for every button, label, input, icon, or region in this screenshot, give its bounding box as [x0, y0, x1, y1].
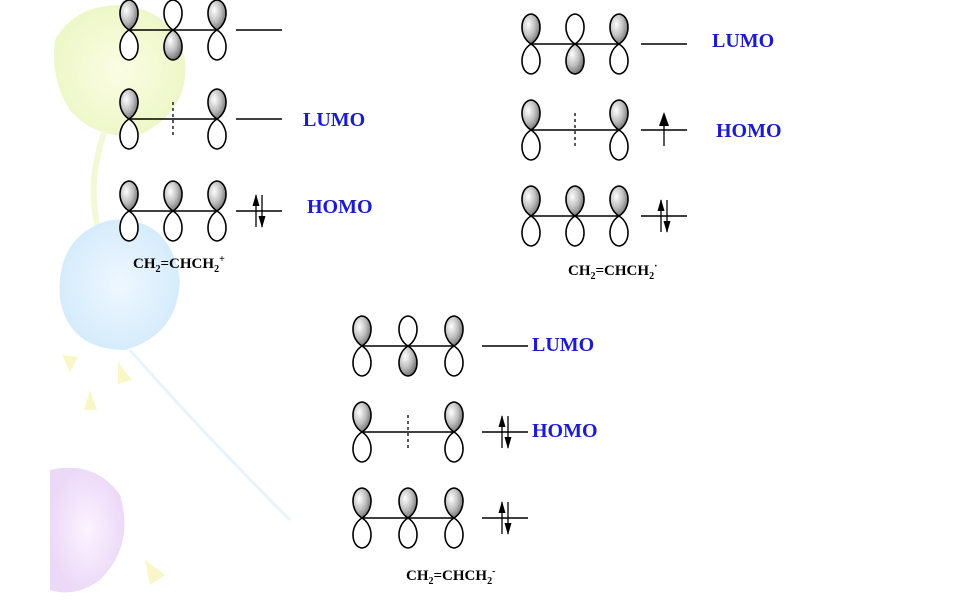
mo-label-allyl-cation-lumo: LUMO [303, 109, 366, 131]
p-orbital-upper-lobe-2 [444, 487, 464, 519]
p-orbital-upper-lobe-0 [119, 88, 139, 120]
p-orbital-lower-lobe-1 [163, 29, 183, 61]
p-orbital-lower-lobe-1 [398, 345, 418, 377]
p-orbital-upper-lobe-1 [565, 13, 585, 45]
mo-label-allyl-anion-homo: HOMO [532, 420, 598, 442]
p-orbital-upper-lobe-2 [609, 13, 629, 45]
p-orbital-lower-lobe-2 [207, 210, 227, 242]
p-orbital-upper-lobe-1 [565, 185, 585, 217]
p-orbital-upper-lobe-0 [352, 315, 372, 347]
p-orbital-upper-lobe-1 [398, 315, 418, 347]
formula-allyl-cation: CH2=CHCH2+ [133, 254, 225, 275]
electron-up-arrowhead [252, 194, 260, 206]
p-orbital-lower-lobe-0 [352, 517, 372, 549]
electron-up-arrowhead [498, 501, 506, 513]
mo-level-0-1 [119, 88, 282, 150]
electron-down-arrowhead [258, 216, 266, 228]
electron-down-arrowhead [504, 523, 512, 535]
p-orbital-upper-lobe-0 [352, 487, 372, 519]
p-orbital-lower-lobe-2 [207, 29, 227, 61]
p-orbital-lower-lobe-2 [609, 43, 629, 75]
mo-level-2-2 [352, 487, 528, 549]
p-orbital-upper-lobe-2 [207, 180, 227, 212]
p-orbital-upper-lobe-2 [207, 0, 227, 31]
p-orbital-upper-lobe-0 [119, 0, 139, 31]
p-orbital-lower-lobe-2 [609, 215, 629, 247]
mo-label-allyl-radical-lumo: LUMO [712, 30, 775, 52]
p-orbital-lower-lobe-0 [521, 129, 541, 161]
p-orbital-upper-lobe-2 [444, 401, 464, 433]
p-orbital-upper-lobe-2 [444, 315, 464, 347]
mo-level-0-2 [119, 180, 282, 242]
p-orbital-lower-lobe-0 [521, 215, 541, 247]
p-orbital-upper-lobe-1 [163, 0, 183, 31]
p-orbital-lower-lobe-0 [119, 210, 139, 242]
p-orbital-lower-lobe-2 [444, 431, 464, 463]
mo-level-2-0 [352, 315, 528, 377]
electron-up-arrowhead [657, 199, 665, 211]
p-orbital-upper-lobe-2 [609, 185, 629, 217]
mo-label-allyl-cation-homo: HOMO [307, 196, 373, 218]
p-orbital-lower-lobe-0 [119, 118, 139, 150]
mo-diagrams-layer [119, 0, 687, 549]
p-orbital-lower-lobe-0 [352, 431, 372, 463]
electron-up-arrowhead [659, 112, 669, 126]
mo-level-1-1 [521, 99, 687, 161]
background-decoration [50, 5, 292, 593]
electron-down-arrowhead [504, 437, 512, 449]
mo-label-allyl-radical-homo: HOMO [716, 120, 782, 142]
p-orbital-lower-lobe-0 [521, 43, 541, 75]
mo-level-1-0 [521, 13, 687, 75]
mo-level-0-0 [119, 0, 282, 61]
p-orbital-upper-lobe-0 [352, 401, 372, 433]
formula-allyl-anion: CH2=CHCH2- [406, 566, 496, 587]
p-orbital-upper-lobe-0 [521, 185, 541, 217]
p-orbital-lower-lobe-2 [207, 118, 227, 150]
p-orbital-lower-lobe-1 [163, 210, 183, 242]
formula-allyl-radical: CH2=CHCH2· [568, 261, 658, 282]
p-orbital-lower-lobe-0 [119, 29, 139, 61]
mo-level-1-2 [521, 185, 687, 247]
p-orbital-upper-lobe-0 [521, 99, 541, 131]
p-orbital-upper-lobe-1 [398, 487, 418, 519]
p-orbital-upper-lobe-1 [163, 180, 183, 212]
p-orbital-lower-lobe-2 [609, 129, 629, 161]
electron-down-arrowhead [663, 221, 671, 233]
p-orbital-upper-lobe-0 [119, 180, 139, 212]
electron-up-arrowhead [498, 415, 506, 427]
p-orbital-lower-lobe-0 [352, 345, 372, 377]
mo-level-2-1 [352, 401, 528, 463]
p-orbital-lower-lobe-1 [565, 215, 585, 247]
p-orbital-upper-lobe-2 [207, 88, 227, 120]
p-orbital-lower-lobe-2 [444, 345, 464, 377]
p-orbital-lower-lobe-1 [565, 43, 585, 75]
p-orbital-lower-lobe-2 [444, 517, 464, 549]
p-orbital-upper-lobe-2 [609, 99, 629, 131]
mo-label-allyl-anion-lumo: LUMO [532, 334, 595, 356]
p-orbital-upper-lobe-0 [521, 13, 541, 45]
p-orbital-lower-lobe-1 [398, 517, 418, 549]
